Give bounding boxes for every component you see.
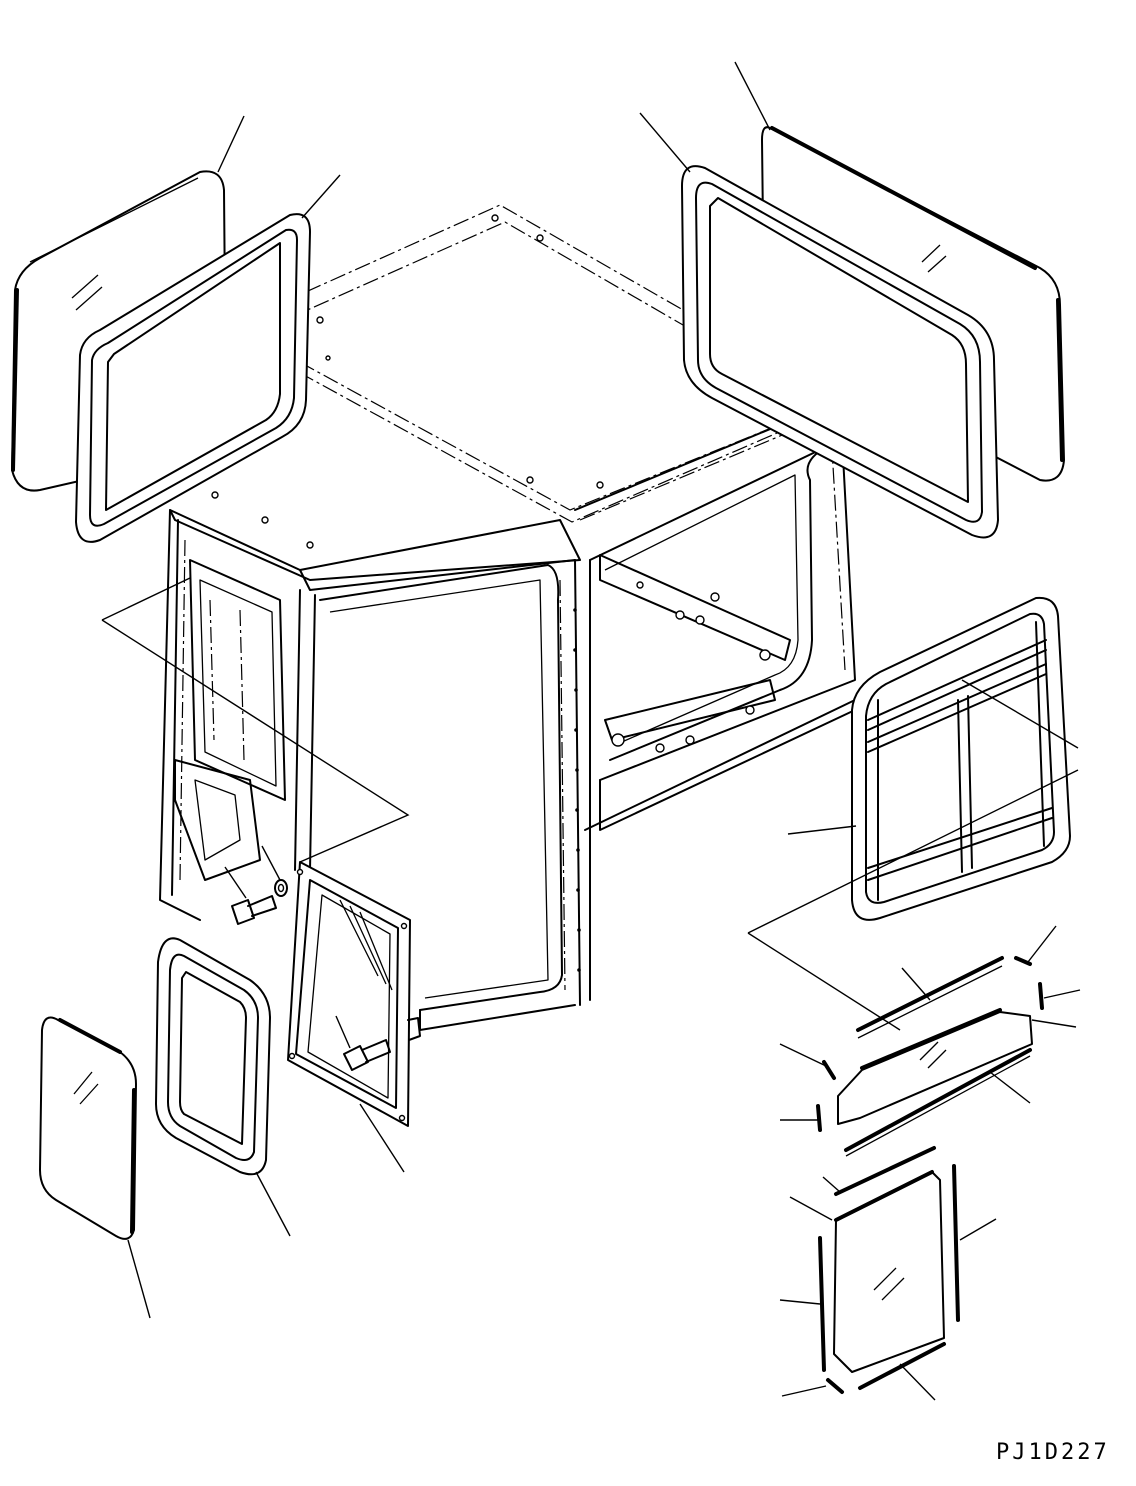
- right-upper-glass: [837, 1008, 1033, 1125]
- top-right-window-weatherstrip: [681, 165, 999, 539]
- drawing-code: PJ1D227: [996, 1440, 1110, 1465]
- mounting-bolt: [231, 895, 277, 925]
- hinge-bolt: [343, 1039, 391, 1071]
- callout-leaders: [127, 61, 1081, 1401]
- top-left-window-weatherstrip: [75, 213, 311, 543]
- lock-washer: [274, 879, 288, 897]
- small-hinged-window: [287, 861, 421, 1127]
- sliding-window-assembly: [851, 596, 1071, 921]
- bottom-left-window-weatherstrip: [155, 937, 271, 1176]
- right-lower-glass: [833, 1170, 945, 1373]
- cab-frame: [159, 204, 856, 1031]
- bottom-left-window-glass: [39, 1016, 137, 1240]
- assembly-reference-lines: [101, 577, 1079, 1031]
